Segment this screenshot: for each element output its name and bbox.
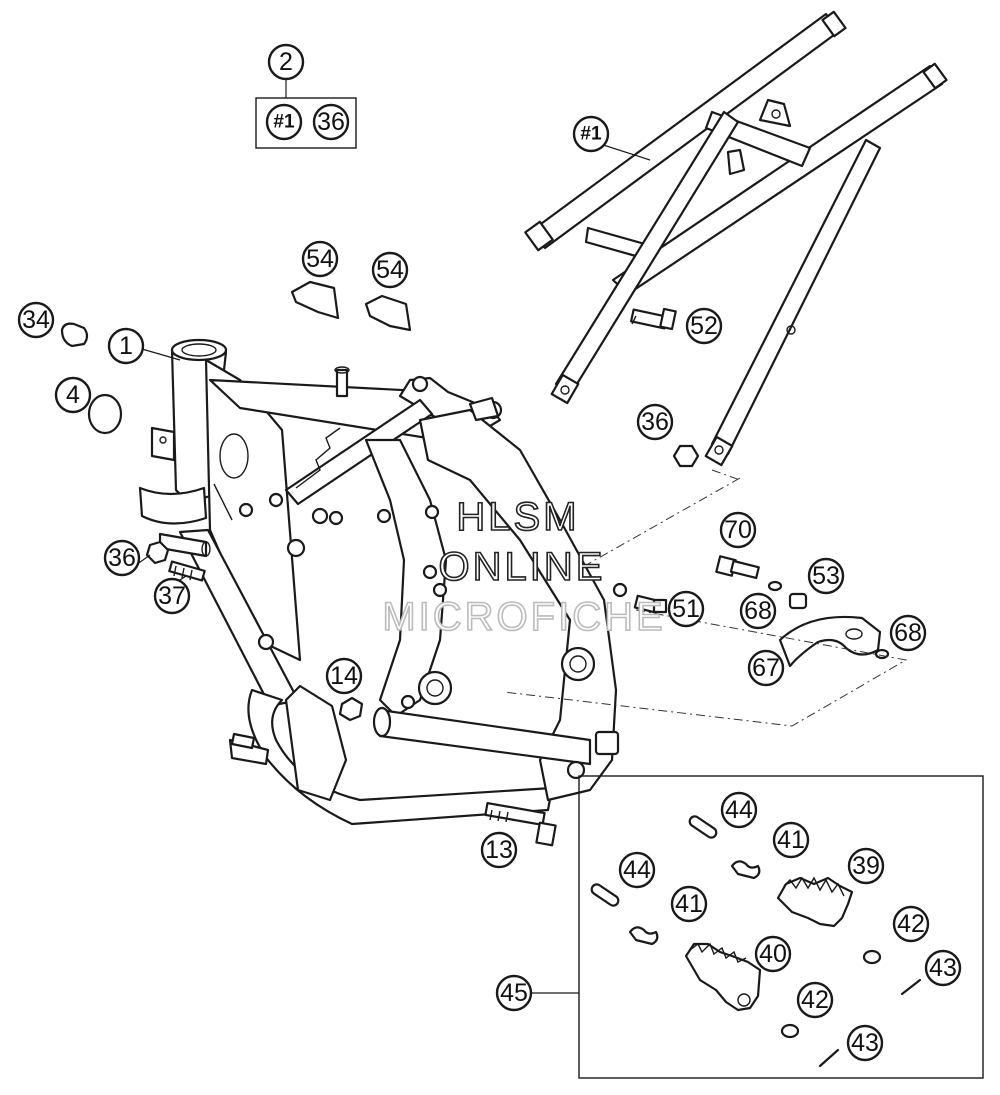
rear-subframe <box>524 10 948 467</box>
callout-51: 51 <box>667 590 705 628</box>
side-stand-group <box>633 555 890 668</box>
plug-4 <box>87 393 123 435</box>
callout-42-lower: 42 <box>796 981 834 1019</box>
watermark-line-3: MICROFICHE <box>382 595 665 639</box>
callout-frame-ref-subframe: #1 <box>572 115 610 153</box>
callout-42-upper: 42 <box>892 905 930 943</box>
callout-34: 34 <box>17 301 55 339</box>
callout-frame-ref-kit: #1 <box>265 103 303 141</box>
callout-13: 13 <box>480 831 518 869</box>
svg-text:53: 53 <box>812 562 840 590</box>
svg-text:54: 54 <box>306 245 334 273</box>
main-frame <box>138 338 628 826</box>
callout-layer: 2 #1 36 #1 54 54 34 1 52 4 36 36 70 37 5… <box>17 43 962 1062</box>
watermark: HLSM ONLINE MICROFICHE <box>382 494 665 640</box>
callout-53: 53 <box>807 557 845 595</box>
callout-54-left: 54 <box>301 240 339 278</box>
svg-text:37: 37 <box>158 582 186 610</box>
svg-text:14: 14 <box>330 662 358 690</box>
kit-box <box>255 97 357 149</box>
svg-text:70: 70 <box>724 516 752 544</box>
svg-text:36: 36 <box>108 544 136 572</box>
svg-text:51: 51 <box>672 595 700 623</box>
nut-36-subframe <box>672 444 700 468</box>
callout-4: 4 <box>54 376 92 414</box>
callout-43-upper: 43 <box>924 949 962 987</box>
callout-44-lower: 44 <box>618 851 656 889</box>
svg-text:2: 2 <box>279 48 293 76</box>
svg-text:45: 45 <box>500 979 528 1007</box>
bolt-52 <box>630 307 677 331</box>
svg-text:13: 13 <box>485 836 513 864</box>
callout-52: 52 <box>685 307 723 345</box>
callout-67: 67 <box>747 649 785 687</box>
callout-41-lower: 41 <box>670 885 708 923</box>
svg-text:54: 54 <box>376 256 404 284</box>
callout-41-upper: 41 <box>772 821 810 859</box>
nut-14 <box>338 696 364 722</box>
callout-37: 37 <box>153 577 191 615</box>
callout-68-upper: 68 <box>739 592 777 630</box>
svg-text:68: 68 <box>894 619 922 647</box>
callout-39: 39 <box>847 847 885 885</box>
cap-34 <box>60 322 89 348</box>
callout-36-kit: 36 <box>312 103 350 141</box>
svg-text:36: 36 <box>317 108 345 136</box>
callout-70: 70 <box>719 511 757 549</box>
bolt-13 <box>484 801 557 847</box>
watermark-line-1: HLSM <box>456 495 579 539</box>
svg-text:39: 39 <box>852 852 880 880</box>
callout-14: 14 <box>325 657 363 695</box>
callout-54-right: 54 <box>371 251 409 289</box>
svg-text:#1: #1 <box>273 112 295 133</box>
svg-text:34: 34 <box>22 306 50 334</box>
svg-text:67: 67 <box>752 654 780 682</box>
callout-68-lower: 68 <box>889 614 927 652</box>
nut-36-left <box>145 540 170 565</box>
callout-43-lower: 43 <box>846 1024 884 1062</box>
svg-text:42: 42 <box>897 910 925 938</box>
svg-text:1: 1 <box>119 332 133 360</box>
decal-54-right <box>364 294 412 332</box>
svg-text:#1: #1 <box>580 124 602 145</box>
callout-36-subframe: 36 <box>636 403 674 441</box>
svg-text:68: 68 <box>744 597 772 625</box>
svg-text:42: 42 <box>801 986 829 1014</box>
svg-text:52: 52 <box>690 312 718 340</box>
footpeg-group <box>590 815 922 1068</box>
svg-text:44: 44 <box>725 796 753 824</box>
footpeg-kit-box <box>578 775 984 1079</box>
callout-45: 45 <box>495 974 533 1012</box>
svg-text:36: 36 <box>641 408 669 436</box>
callout-2: 2 <box>267 43 305 81</box>
callout-40: 40 <box>754 935 792 973</box>
decal-54-left <box>290 280 340 320</box>
callout-36-left: 36 <box>103 539 141 577</box>
svg-text:41: 41 <box>777 826 805 854</box>
svg-text:43: 43 <box>929 954 957 982</box>
callout-1: 1 <box>107 327 145 365</box>
callout-44-upper: 44 <box>720 791 758 829</box>
svg-text:44: 44 <box>623 856 651 884</box>
watermark-line-2: ONLINE <box>439 545 606 589</box>
svg-text:41: 41 <box>675 890 703 918</box>
svg-text:43: 43 <box>851 1029 879 1057</box>
svg-text:40: 40 <box>759 940 787 968</box>
svg-text:4: 4 <box>66 381 80 409</box>
